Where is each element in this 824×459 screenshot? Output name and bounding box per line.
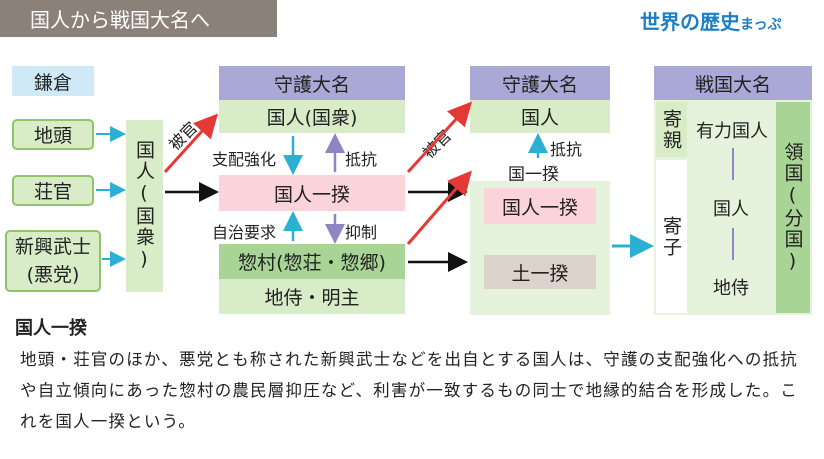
label-shihai-kyoka: 支配強化 — [212, 150, 277, 169]
arrow-hikan-2 — [406, 101, 473, 174]
header-label: 戦国大名 — [694, 73, 771, 96]
rank-jizamurai: 地侍 — [713, 278, 749, 299]
label-teiko: 抵抗 — [345, 150, 378, 169]
logo-sub: まっぷ — [740, 17, 782, 33]
kokujin-kokushu-box: 国人(国衆) — [219, 100, 405, 133]
rank-kokujin: 国人 — [713, 199, 749, 220]
label-jichi-yokyu: 自治要求 — [212, 223, 277, 242]
sonson-box: 惣村(惣荘・惣郷) — [219, 244, 405, 279]
origin-label: 新興武士 (悪党) — [14, 236, 91, 286]
origin-jito: 地頭 — [12, 119, 94, 150]
box-label: 国人一揆 — [501, 196, 578, 219]
jizamurai-box: 地侍・明主 — [219, 279, 405, 314]
box-label: 寄子 — [660, 215, 682, 258]
rank-yuryoku-kokujin: 有力国人 — [696, 121, 768, 142]
kokujin-box-col3: 国人 — [470, 100, 610, 133]
box-label: 寄親 — [660, 108, 682, 151]
box-label: 国人一揆 — [273, 183, 350, 206]
kokujin-ikki-box: 国人一揆 — [219, 175, 405, 211]
label-teiko-col3: 抵抗 — [550, 140, 583, 159]
title-bar: 国人から戦国大名へ — [0, 0, 277, 37]
origin-shinko-bushi: 新興武士 (悪党) — [5, 230, 101, 292]
box-label: 国人 — [520, 107, 559, 129]
box-label: 地侍・明主 — [264, 287, 360, 309]
shugo-daimyo-header-2: 守護大名 — [470, 66, 610, 100]
era-kamakura: 鎌倉 — [12, 66, 94, 96]
page-title: 国人から戦国大名へ — [30, 8, 210, 32]
box-label: 土一揆 — [511, 262, 569, 285]
origin-label: 荘官 — [33, 181, 72, 203]
explanation-paragraph: 地頭・荘官のほか、悪党とも称された新興武士などを出自とする国人は、守護の支配強化… — [20, 350, 798, 431]
label-kuni-ikki: 国一揆 — [508, 165, 559, 185]
kokujin-ikki-box-col3: 国人一揆 — [484, 188, 596, 224]
era-label: 鎌倉 — [33, 71, 72, 94]
ryogoku-box: 領国(分国) — [776, 102, 810, 313]
header-label: 守護大名 — [501, 73, 578, 96]
site-logo: 世界の歴史まっぷ — [640, 6, 781, 35]
origin-label: 地頭 — [33, 125, 72, 147]
sengoku-daimyo-header: 戦国大名 — [654, 66, 812, 100]
logo-main: 世界の歴史 — [640, 10, 740, 34]
arrow-hikan-1 — [163, 113, 219, 174]
section-title: 国人一揆 — [15, 318, 87, 339]
kokujin-vertical-box: 国人(国衆) — [126, 120, 163, 292]
box-label: 領国(分国) — [781, 141, 804, 274]
box-label: 惣村(惣荘・惣郷) — [238, 252, 386, 274]
kokujin-label: 国人(国衆) — [133, 140, 155, 272]
do-ikki-box: 土一揆 — [484, 255, 596, 289]
shugo-daimyo-header-1: 守護大名 — [219, 66, 405, 100]
yorioya-box: 寄親 — [656, 102, 687, 157]
header-label: 守護大名 — [273, 73, 350, 96]
arrow-hikan-3 — [406, 170, 472, 245]
origin-shokan: 荘官 — [12, 175, 94, 206]
label-yokusei: 抑制 — [345, 223, 378, 242]
box-label: 国人(国衆) — [266, 107, 358, 129]
yoriko-box: 寄子 — [656, 160, 687, 313]
